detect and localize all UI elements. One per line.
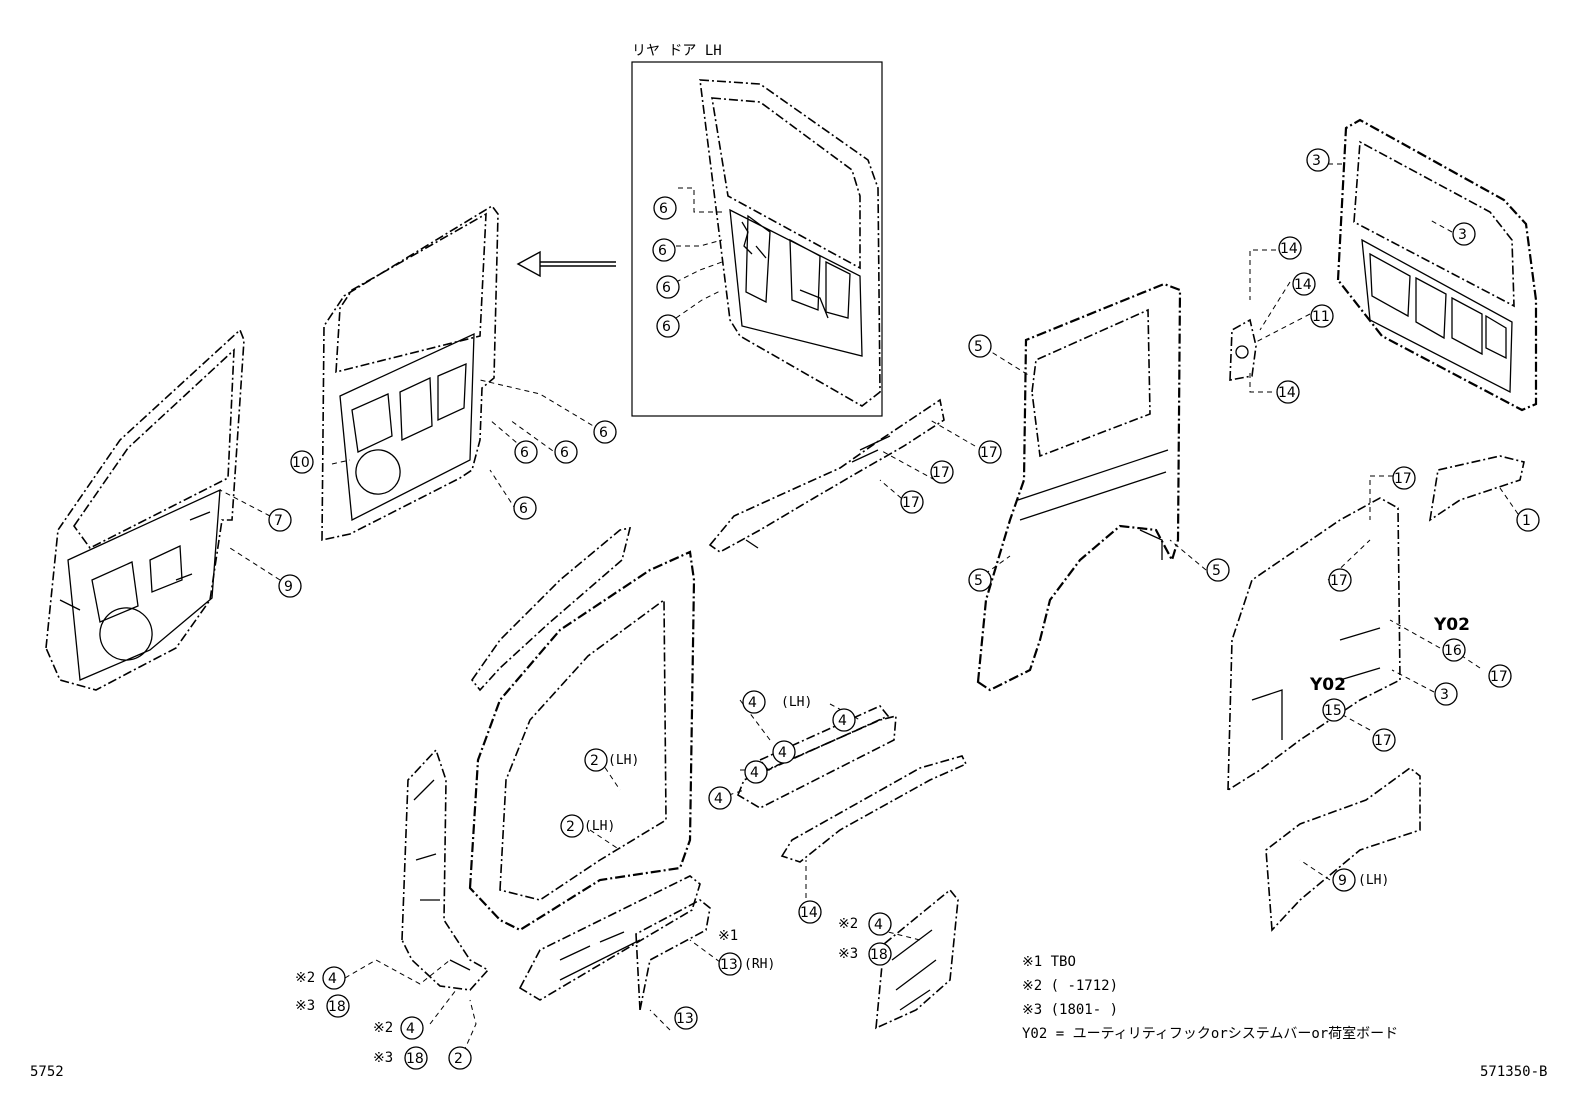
svg-text:4: 4 bbox=[778, 745, 787, 761]
svg-text:17: 17 bbox=[1330, 573, 1348, 589]
svg-text:5: 5 bbox=[974, 339, 983, 355]
labels: (LH) (LH) (LH) (LH) (RH) ※1 ※2 ※3 ※2 ※3 … bbox=[295, 615, 1470, 1066]
y02-mark-upper: Y02 bbox=[1433, 615, 1470, 635]
svg-text:10: 10 bbox=[292, 455, 310, 471]
note-mark-3-left: ※3 bbox=[295, 998, 315, 1014]
svg-text:6: 6 bbox=[658, 243, 667, 259]
svg-text:6: 6 bbox=[599, 425, 608, 441]
svg-text:9: 9 bbox=[284, 579, 293, 595]
inset-rear-door-lh: リヤ ドア LH bbox=[631, 43, 883, 417]
label-lh-9: (LH) bbox=[1358, 873, 1389, 888]
legend-line-2: ※2 ( -1712) bbox=[1022, 978, 1118, 994]
svg-text:14: 14 bbox=[800, 905, 818, 921]
part-rocker bbox=[737, 705, 968, 863]
part-quarter-lower bbox=[875, 888, 959, 1030]
svg-text:14: 14 bbox=[1278, 385, 1296, 401]
svg-text:4: 4 bbox=[838, 713, 847, 729]
svg-text:7: 7 bbox=[274, 513, 283, 529]
svg-text:4: 4 bbox=[750, 765, 759, 781]
note-mark-2-center: ※2 bbox=[838, 916, 858, 932]
part-rear-side-panel bbox=[976, 282, 1182, 692]
svg-text:13: 13 bbox=[720, 957, 738, 973]
svg-text:4: 4 bbox=[714, 791, 723, 807]
svg-text:5: 5 bbox=[974, 573, 983, 589]
svg-text:17: 17 bbox=[902, 495, 920, 511]
svg-text:13: 13 bbox=[676, 1011, 694, 1027]
note-mark-2-bottom: ※2 bbox=[373, 1020, 393, 1036]
legend-line-3: ※3 (1801- ) bbox=[1022, 1002, 1118, 1018]
svg-text:2: 2 bbox=[590, 753, 599, 769]
svg-text:3: 3 bbox=[1312, 153, 1321, 169]
svg-text:16: 16 bbox=[1444, 643, 1462, 659]
svg-text:4: 4 bbox=[406, 1021, 415, 1037]
legend: ※1 TBO ※2 ( -1712) ※3 (1801- ) Y02 = ユーテ… bbox=[1022, 954, 1398, 1042]
label-lh-2a: (LH) bbox=[608, 753, 639, 768]
svg-text:6: 6 bbox=[662, 280, 671, 296]
inset-title: リヤ ドア LH bbox=[632, 43, 722, 59]
svg-text:3: 3 bbox=[1440, 687, 1449, 703]
label-lh-4: (LH) bbox=[781, 695, 812, 710]
svg-text:14: 14 bbox=[1294, 277, 1312, 293]
part-body-side-inner bbox=[468, 550, 711, 1011]
note-mark-3-center: ※3 bbox=[838, 946, 858, 962]
svg-text:4: 4 bbox=[874, 917, 883, 933]
svg-text:17: 17 bbox=[932, 465, 950, 481]
part-rear-door bbox=[321, 204, 499, 541]
svg-text:6: 6 bbox=[560, 445, 569, 461]
part-hinge-bracket bbox=[1229, 318, 1257, 381]
svg-text:6: 6 bbox=[662, 319, 671, 335]
part-front-door bbox=[45, 328, 245, 691]
svg-text:17: 17 bbox=[1394, 471, 1412, 487]
svg-text:6: 6 bbox=[520, 445, 529, 461]
svg-text:17: 17 bbox=[980, 445, 998, 461]
part-roof-rail bbox=[708, 398, 945, 553]
y02-mark-lower: Y02 bbox=[1309, 675, 1346, 695]
label-rh-13: (RH) bbox=[744, 957, 775, 972]
note-mark-1: ※1 bbox=[718, 928, 738, 944]
arrow-head-icon bbox=[516, 250, 541, 278]
svg-text:9: 9 bbox=[1338, 873, 1347, 889]
note-mark-3-bottom: ※3 bbox=[373, 1050, 393, 1066]
svg-text:15: 15 bbox=[1324, 703, 1342, 719]
callouts: 6 6 6 6 6 6 6 6 10 7 9 17 17 17 5 5 5 3 … bbox=[268, 148, 1540, 1070]
svg-text:18: 18 bbox=[870, 947, 888, 963]
svg-text:2: 2 bbox=[454, 1051, 463, 1067]
svg-text:18: 18 bbox=[328, 999, 346, 1015]
figure-id-left: 5752 bbox=[30, 1064, 64, 1080]
part-front-pillar bbox=[401, 526, 632, 991]
svg-text:2: 2 bbox=[566, 819, 575, 835]
svg-text:4: 4 bbox=[748, 695, 757, 711]
svg-text:4: 4 bbox=[328, 971, 337, 987]
svg-text:6: 6 bbox=[519, 501, 528, 517]
svg-text:5: 5 bbox=[1212, 563, 1221, 579]
svg-text:1: 1 bbox=[1522, 513, 1531, 529]
svg-text:17: 17 bbox=[1374, 733, 1392, 749]
svg-text:3: 3 bbox=[1458, 227, 1467, 243]
part-rear-pillar-inner bbox=[1227, 455, 1525, 932]
legend-line-1: ※1 TBO bbox=[1022, 954, 1076, 970]
svg-text:18: 18 bbox=[406, 1051, 424, 1067]
svg-text:6: 6 bbox=[659, 201, 668, 217]
svg-text:14: 14 bbox=[1280, 241, 1298, 257]
part-back-door bbox=[1336, 118, 1538, 412]
label-lh-2b: (LH) bbox=[584, 819, 615, 834]
legend-line-4: Y02 = ユーティリティフックorシステムバーor荷室ボード bbox=[1022, 1025, 1398, 1042]
note-mark-2-left: ※2 bbox=[295, 970, 315, 986]
svg-text:17: 17 bbox=[1490, 669, 1508, 685]
svg-text:11: 11 bbox=[1312, 309, 1330, 325]
figure-id-right: 571350-B bbox=[1480, 1064, 1547, 1080]
